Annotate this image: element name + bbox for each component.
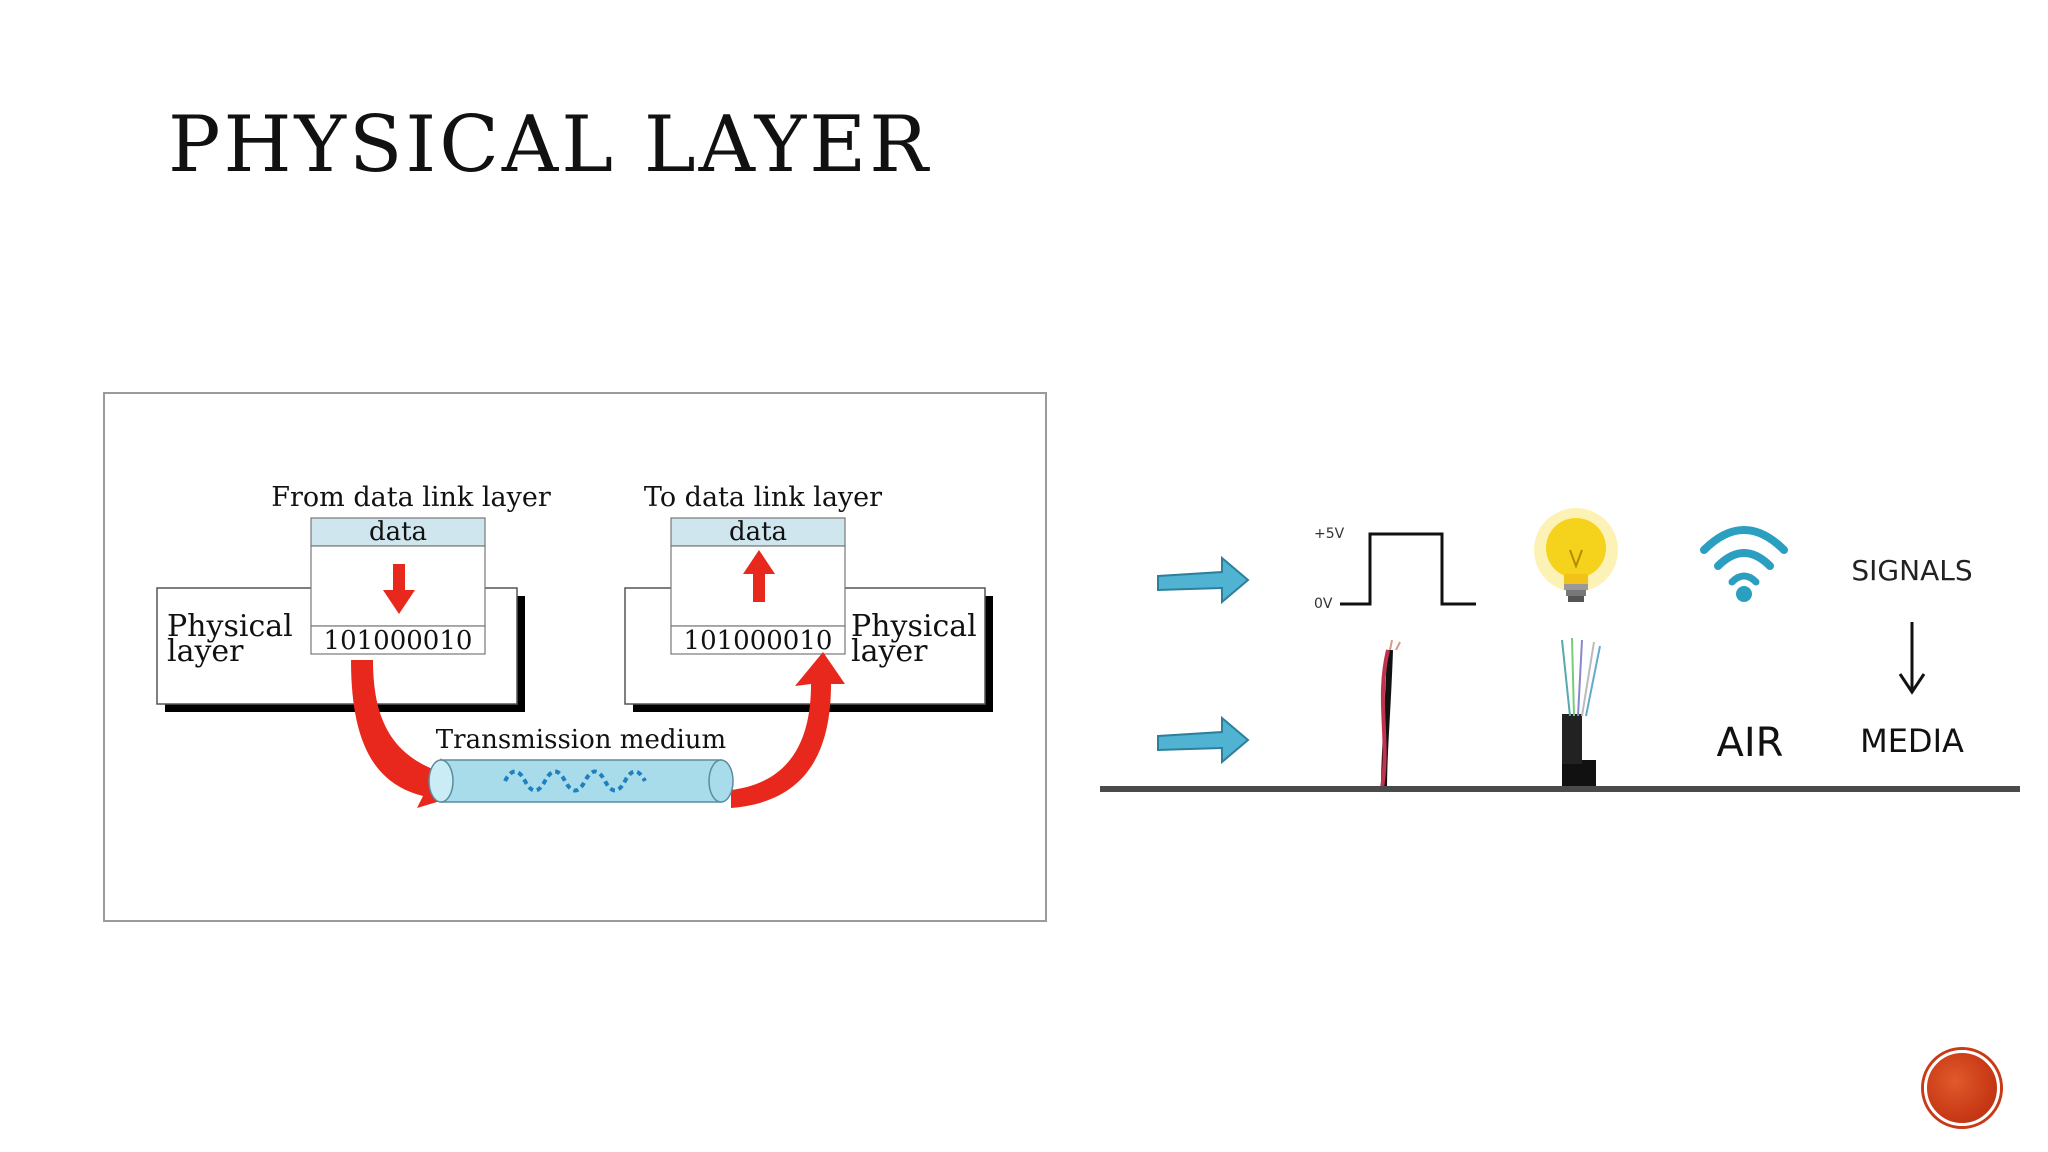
signals-label: SIGNALS [1851,554,1972,587]
to-label: To data link layer [644,482,882,513]
left-bits-label: 101000010 [324,626,473,656]
right-bits-label: 101000010 [684,626,833,656]
medium-label: Transmission medium [436,725,726,755]
right-data-box [670,517,846,547]
left-data-box [310,517,486,547]
voltage-low-label: 0V [1314,596,1333,612]
copper-wire-icon [1380,639,1401,789]
wifi-icon [1700,526,1788,602]
signals-to-media-arrow [1898,622,1926,695]
up-arrow [743,550,775,602]
signals-arrow [1157,555,1250,605]
light-bulb-icon [1534,508,1618,602]
media-label: MEDIA [1860,722,1964,760]
media-svg: +5V 0V SIGNALS [1100,508,2020,792]
media-arrow [1157,715,1250,765]
left-data-label: data [369,517,427,547]
right-data-label: data [729,517,787,547]
left-layer-label-2: layer [167,634,244,669]
square-wave-signal: +5V 0V [1314,526,1476,612]
fiber-cable-icon [1561,637,1601,790]
air-label: AIR [1717,720,1784,766]
transmission-pipe [428,759,734,803]
physical-layer-diagram: From data link layer data 101000010 Phys… [103,392,1047,922]
voltage-high-label: +5V [1314,526,1345,542]
slide-marker-icon [1924,1050,2000,1126]
right-layer-label-1: Physical [851,609,977,644]
right-curved-arrow [731,652,845,808]
right-layer-label-2: layer [851,634,928,669]
left-layer-label-1: Physical [167,609,293,644]
left-bits-box [310,625,486,655]
down-arrow [383,564,415,614]
from-label: From data link layer [271,482,551,513]
ground-line [1100,786,2020,792]
diagram-svg: From data link layer data 101000010 Phys… [156,482,993,808]
signal-wave [503,769,647,793]
media-signals-panel: +5V 0V SIGNALS [1100,470,2020,800]
right-bits-box [670,625,846,655]
slide-title: PHYSICAL LAYER [168,100,931,190]
